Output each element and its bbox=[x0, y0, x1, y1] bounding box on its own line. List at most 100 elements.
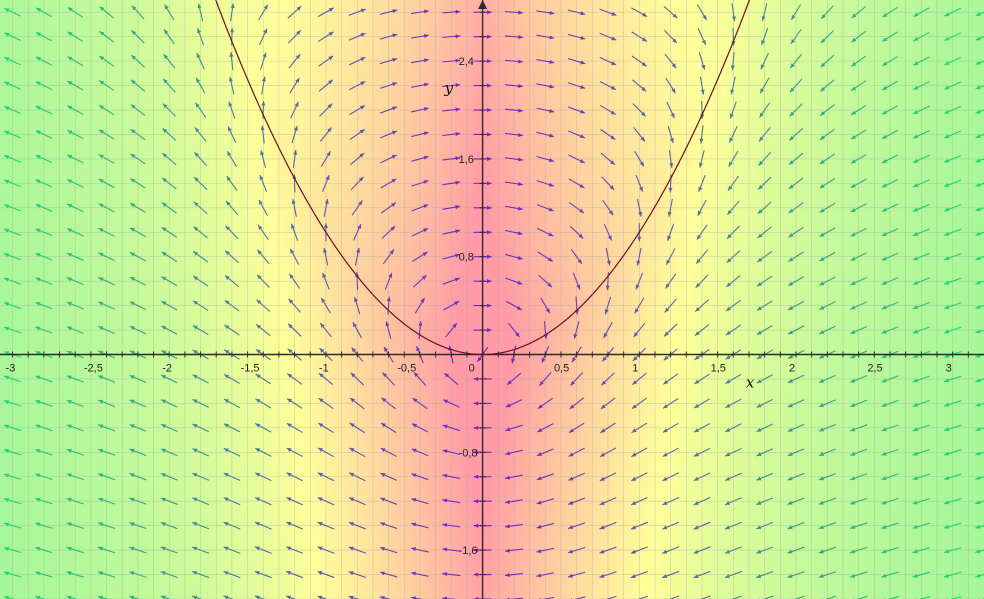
vector-arrow bbox=[881, 497, 899, 505]
vector-arrow bbox=[567, 522, 586, 530]
vector-arrow bbox=[318, 79, 334, 92]
vector-arrow bbox=[725, 373, 742, 384]
vector-arrows bbox=[3, 3, 984, 599]
arrow-head bbox=[67, 31, 73, 37]
vector-arrow bbox=[698, 174, 706, 192]
vector-arrow bbox=[99, 6, 114, 19]
vector-arrow bbox=[537, 423, 554, 433]
arrow-head bbox=[66, 253, 72, 257]
vector-arrow bbox=[788, 152, 804, 166]
vector-arrow bbox=[756, 398, 773, 408]
vector-arrow bbox=[411, 497, 429, 505]
arrow-head bbox=[639, 161, 644, 167]
arrow-head bbox=[418, 321, 423, 326]
vector-arrow bbox=[442, 424, 461, 432]
vector-arrow bbox=[538, 274, 553, 288]
arrow-head bbox=[730, 65, 735, 71]
vector-arrow bbox=[256, 274, 270, 289]
vector-arrow bbox=[789, 103, 803, 117]
vector-arrow bbox=[160, 571, 178, 579]
vector-arrow bbox=[66, 571, 84, 578]
arrow-shaft bbox=[700, 595, 711, 599]
vector-arrow bbox=[726, 225, 740, 240]
arrow-head bbox=[327, 127, 332, 133]
vector-arrow bbox=[411, 448, 429, 457]
vector-arrow bbox=[850, 252, 867, 262]
vector-arrow bbox=[881, 105, 899, 115]
vector-arrow bbox=[379, 595, 391, 599]
arrow-head bbox=[382, 372, 388, 378]
arrow-head bbox=[820, 38, 826, 43]
vector-arrow bbox=[318, 397, 334, 410]
arrow-head bbox=[549, 108, 555, 113]
vector-arrow bbox=[787, 472, 805, 481]
vector-arrow bbox=[97, 595, 109, 599]
vector-arrow bbox=[442, 34, 461, 39]
vector-arrow bbox=[849, 497, 868, 505]
vector-arrow bbox=[663, 323, 678, 337]
vector-arrow bbox=[912, 473, 931, 481]
arrow-head bbox=[571, 357, 577, 363]
vector-arrow bbox=[3, 473, 22, 480]
arrow-head bbox=[160, 448, 166, 453]
arrow-head bbox=[35, 106, 41, 110]
arrow-head bbox=[194, 152, 200, 158]
vector-arrow bbox=[693, 398, 710, 409]
vector-arrow bbox=[288, 53, 301, 69]
arrow-head bbox=[665, 283, 670, 289]
vector-arrow bbox=[130, 79, 146, 92]
vector-arrow bbox=[162, 128, 177, 141]
vector-arrow bbox=[506, 372, 522, 386]
arrow-head bbox=[98, 326, 104, 331]
vector-arrow bbox=[913, 31, 930, 42]
arrow-head bbox=[663, 404, 669, 409]
arrow-head bbox=[851, 86, 857, 91]
vector-arrow bbox=[504, 499, 523, 504]
vector-arrow bbox=[881, 129, 899, 140]
vector-arrow bbox=[322, 272, 330, 290]
arrow-head bbox=[443, 399, 449, 404]
vector-arrow bbox=[943, 424, 962, 432]
arrow-head bbox=[505, 499, 510, 504]
arrow-head bbox=[579, 208, 584, 214]
vector-arrow bbox=[693, 447, 711, 457]
vector-arrow bbox=[944, 155, 962, 163]
arrow-head bbox=[129, 399, 135, 404]
vector-arrow bbox=[223, 373, 240, 384]
arrow-head bbox=[757, 257, 763, 263]
vector-arrow bbox=[635, 174, 644, 192]
arrow-head bbox=[549, 35, 555, 40]
arrow-head bbox=[975, 500, 981, 505]
vector-arrow bbox=[160, 497, 178, 505]
arrow-head bbox=[327, 103, 333, 109]
vector-arrow bbox=[818, 571, 837, 578]
arrow-head bbox=[455, 83, 461, 88]
vector-arrow bbox=[727, 200, 740, 216]
arrow-head bbox=[348, 546, 354, 551]
arrow-head bbox=[666, 259, 671, 265]
vector-arrow bbox=[568, 497, 586, 505]
vector-arrow bbox=[504, 205, 523, 211]
vector-arrow bbox=[291, 125, 298, 144]
vector-arrow bbox=[630, 496, 648, 506]
arrow-head bbox=[662, 549, 668, 554]
vector-arrow bbox=[695, 274, 709, 289]
vector-arrow bbox=[411, 155, 429, 162]
vector-arrow bbox=[261, 76, 266, 95]
vector-arrow bbox=[98, 55, 115, 67]
arrow-head bbox=[850, 305, 856, 310]
vector-arrow bbox=[975, 256, 984, 261]
arrow-head bbox=[455, 58, 461, 63]
arrow-head bbox=[224, 325, 230, 330]
vector-arrow bbox=[757, 250, 773, 263]
arrow-head bbox=[610, 110, 616, 115]
vector-arrow bbox=[725, 299, 741, 312]
vector-arrow bbox=[757, 201, 772, 215]
vector-arrow bbox=[98, 129, 115, 140]
arrow-head bbox=[66, 546, 72, 551]
vector-arrow bbox=[288, 298, 301, 313]
vector-arrow bbox=[536, 58, 555, 64]
vector-arrow bbox=[192, 325, 209, 336]
arrow-head bbox=[696, 234, 702, 240]
vector-arrow bbox=[943, 498, 962, 505]
